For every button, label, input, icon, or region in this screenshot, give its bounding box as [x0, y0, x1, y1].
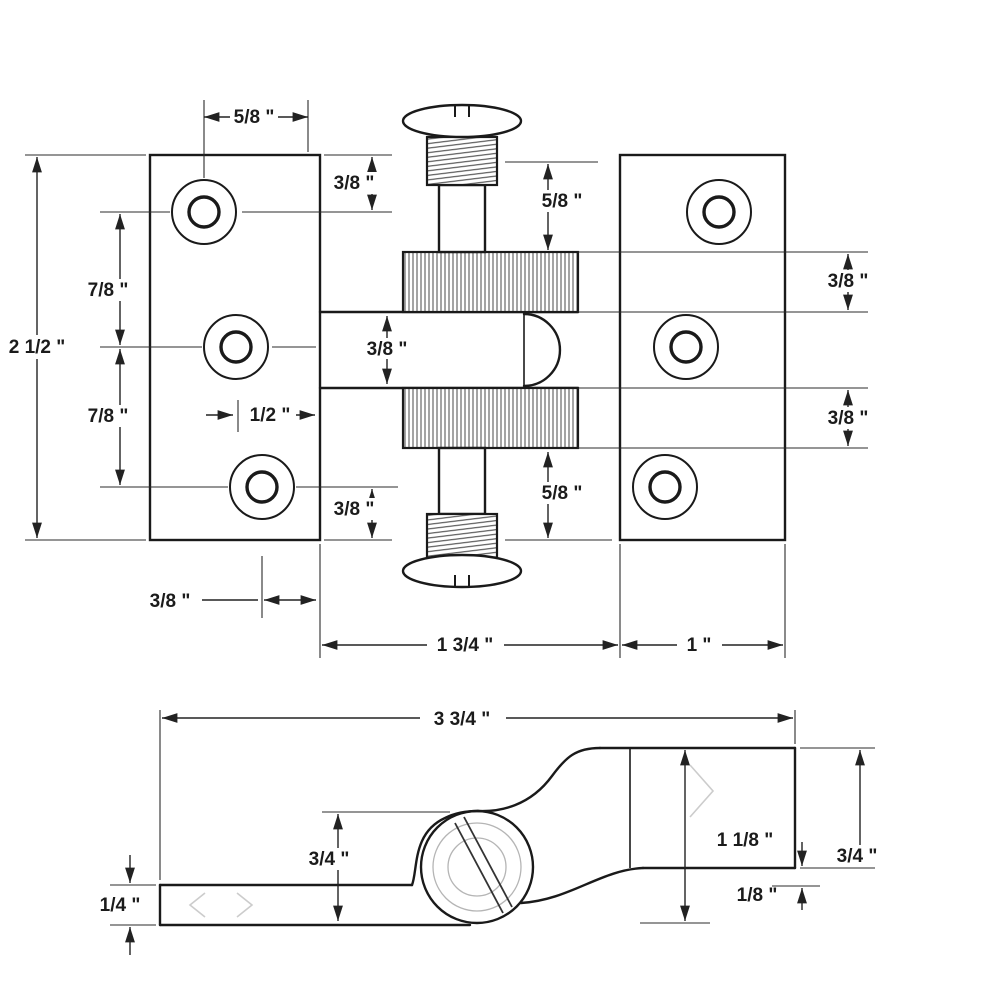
screw-holes	[171, 179, 752, 520]
arm-rise-curve	[476, 746, 602, 813]
dim-knuckle-diameter: 3/4 "	[309, 849, 350, 870]
side-knuckle	[419, 809, 535, 925]
dim-screw-top-length: 5/8 "	[542, 191, 583, 212]
chamfer-mark	[188, 892, 206, 918]
side-knuckle-inner-ring	[432, 822, 522, 912]
dim-block-height: 3/4 "	[837, 846, 878, 867]
bottom-screw-shank	[437, 446, 487, 516]
dim-edge-to-top-hole: 3/8 "	[334, 173, 375, 194]
side-knuckle-bore	[447, 837, 507, 897]
top-view-drawing: 5/8 " 3/8 " 5/8 " 3/8 " 7/8 " 2 1/2 " 7/…	[8, 100, 872, 658]
side-screw-slot	[454, 822, 504, 914]
right-hole-bottom-bore	[648, 470, 682, 504]
dim-screw-bottom-length: 5/8 "	[542, 483, 583, 504]
top-view-extension-lines	[25, 100, 868, 658]
top-screw-shank	[437, 183, 487, 254]
top-screw-head	[401, 103, 523, 139]
chamfer-mark	[689, 764, 715, 818]
dim-hole-to-edge-bottom: 3/8 "	[150, 591, 191, 612]
arm-lower-curve	[519, 866, 645, 905]
side-view-drawing: 3 3/4 " 3/4 " 3/4 " 1 1/8 " 1/8 " 1/4 "	[100, 707, 881, 955]
right-hole-middle-bore	[669, 330, 703, 364]
dim-overall-height: 2 1/2 "	[9, 337, 66, 358]
dim-top-width: 5/8 "	[234, 107, 275, 128]
dim-hole-spacing-lower: 7/8 "	[88, 406, 129, 427]
dim-arm-width: 3/8 "	[367, 339, 408, 360]
dim-knuckle-upper: 3/8 "	[828, 271, 869, 292]
dim-offset-gap: 1/8 "	[737, 885, 778, 906]
dim-right-leaf-width: 1 "	[687, 635, 712, 656]
side-view-dimension-labels: 3 3/4 " 3/4 " 3/4 " 1 1/8 " 1/8 " 1/4 "	[100, 707, 881, 916]
left-hole-top-bore	[187, 195, 221, 229]
top-screw-threads	[425, 135, 499, 187]
dim-overall-length: 3 3/4 "	[434, 709, 491, 730]
knuckle-upper-cylinder	[401, 250, 580, 314]
bottom-screw-threads	[425, 512, 499, 562]
right-hole-top-bore	[702, 195, 736, 229]
dim-block-to-base: 1 1/8 "	[717, 830, 774, 851]
top-screw	[401, 103, 523, 254]
left-hole-bottom-bore	[245, 470, 279, 504]
left-hole-middle-bore	[219, 330, 253, 364]
arm-tip-arc	[522, 312, 562, 388]
side-screw-slot	[463, 816, 513, 908]
dim-knuckle-lower: 3/8 "	[828, 408, 869, 429]
dim-leaf-thickness: 1/4 "	[100, 895, 141, 916]
bottom-screw-head	[401, 553, 523, 589]
knuckle-lower-cylinder	[401, 386, 580, 450]
side-view-extension-lines	[110, 710, 875, 926]
dim-left-leaf-width: 1 3/4 "	[437, 635, 494, 656]
dim-hole-to-bottom: 3/8 "	[334, 499, 375, 520]
bottom-screw	[401, 446, 523, 589]
dim-hole-spacing-upper: 7/8 "	[88, 280, 129, 301]
chamfer-mark	[236, 892, 254, 918]
dim-hole-to-edge-mid: 1/2 "	[250, 405, 291, 426]
top-view-dimension-labels: 5/8 " 3/8 " 5/8 " 3/8 " 7/8 " 2 1/2 " 7/…	[8, 106, 872, 656]
arm-upper-curve	[410, 809, 480, 887]
